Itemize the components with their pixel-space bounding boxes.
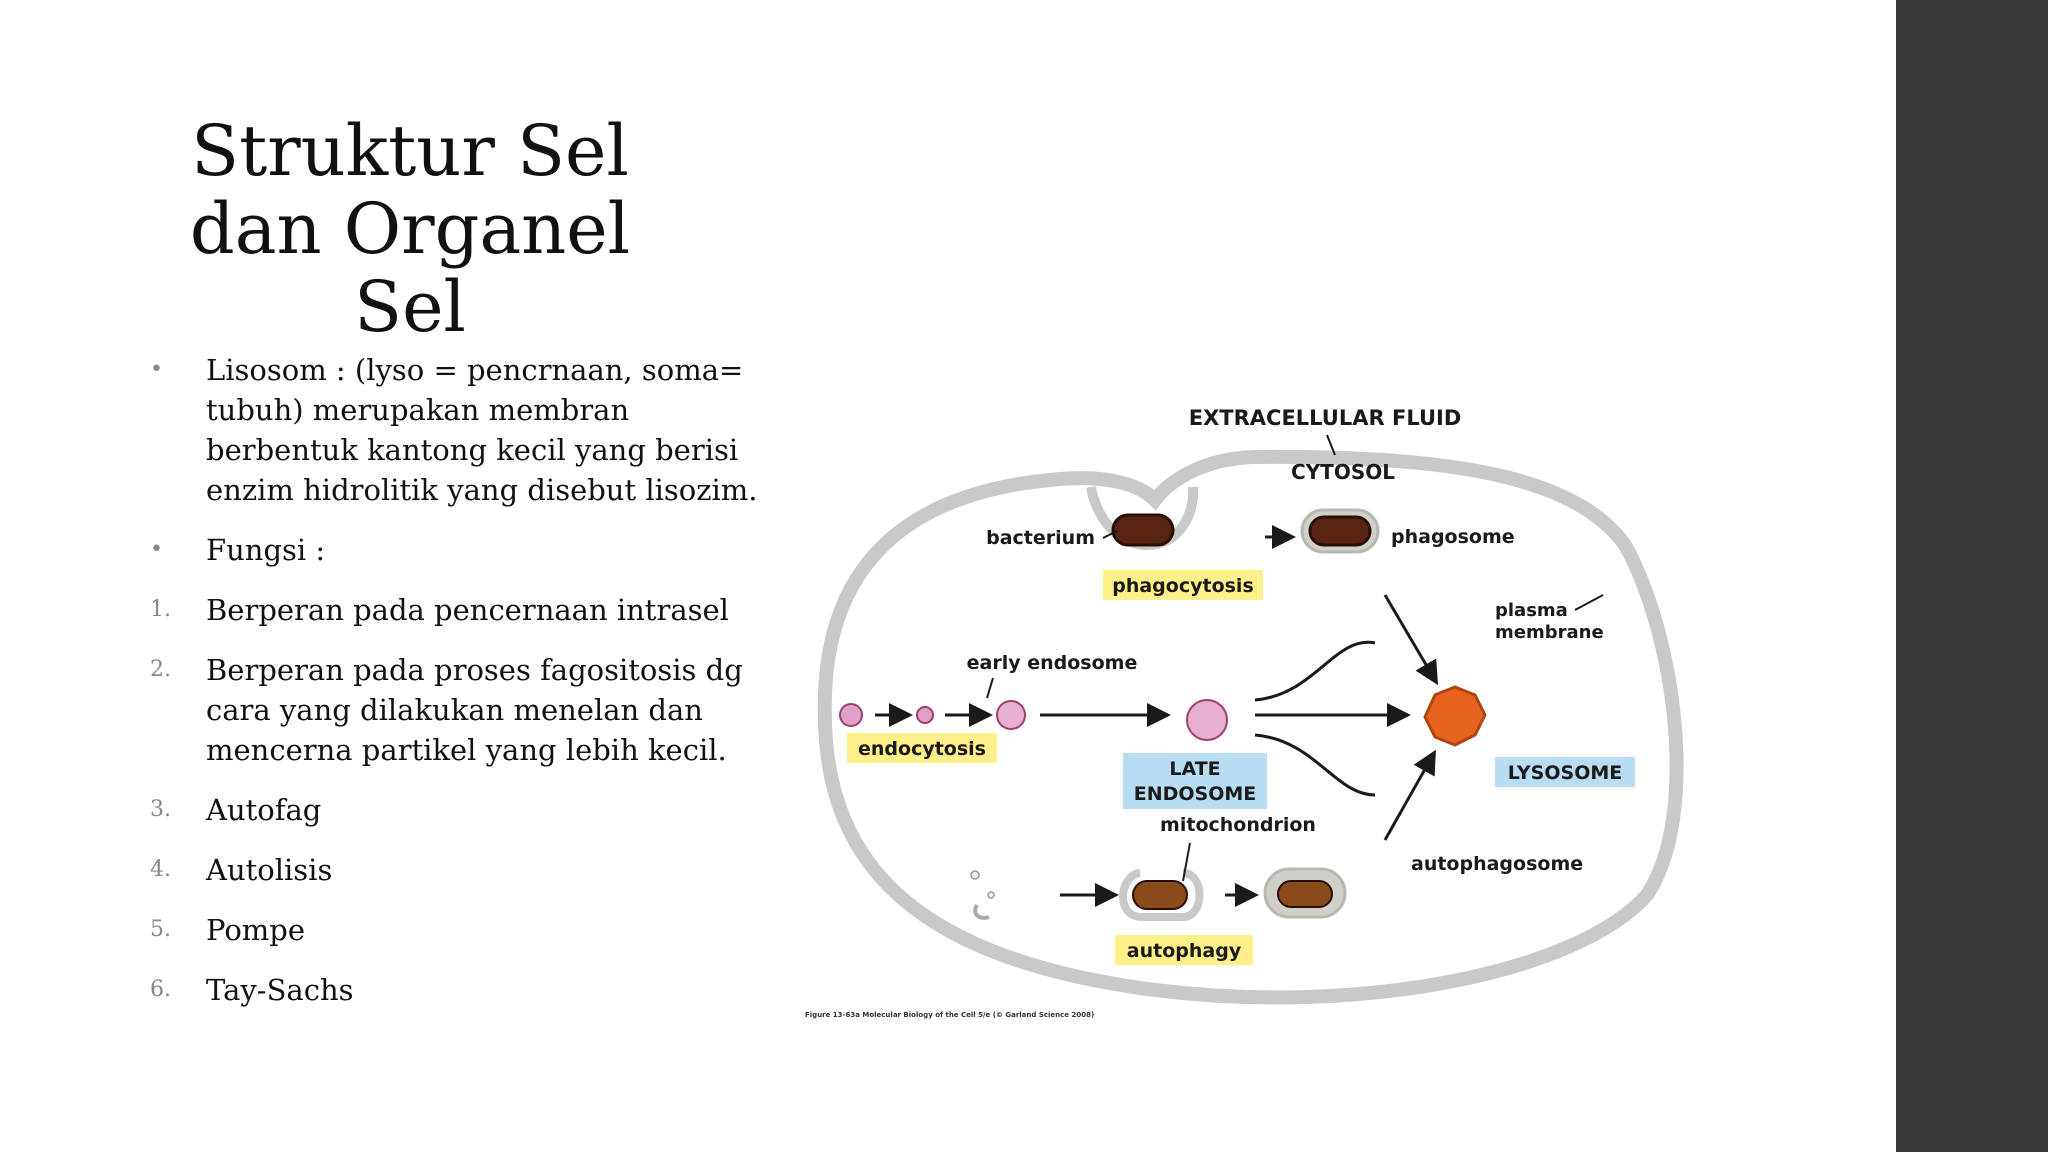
right-sidebar (1896, 0, 2048, 1152)
pointer-extracellular (1326, 434, 1336, 456)
early-endosome (996, 700, 1026, 730)
number-marker: 6. (150, 977, 171, 1002)
label-plasma: plasma (1495, 600, 1568, 621)
arrow-autophagosome-to-lysosome (1383, 749, 1436, 841)
lysosome (1423, 685, 1487, 747)
label-cytosol: CYTOSOL (1291, 460, 1395, 484)
late-endosome-highlight (1123, 753, 1267, 809)
plasma-membrane (817, 449, 1684, 1005)
list-item: 5. Pompe (150, 910, 780, 950)
label-phagosome: phagosome (1391, 526, 1515, 548)
list-item: • Lisosom : (lyso = pencrnaan, soma= tubu… (150, 350, 780, 510)
label-phagocytosis: phagocytosis (1112, 575, 1254, 597)
endocytic-vesicle (839, 703, 863, 727)
bullet-marker: • (150, 357, 163, 382)
body-list: • Lisosom : (lyso = pencrnaan, soma= tubu… (150, 350, 780, 1030)
slide-title: Struktur Sel dan Organel Sel (150, 112, 670, 346)
item-text: Autofag (206, 793, 322, 827)
bacterium (1111, 513, 1175, 547)
pointer-bacterium (1102, 530, 1118, 539)
phagosome-content (1308, 515, 1372, 547)
label-autophagy: autophagy (1127, 940, 1242, 962)
number-marker: 2. (150, 657, 171, 682)
number-marker: 5. (150, 917, 171, 942)
list-item: 3. Autofag (150, 790, 780, 830)
list-item: • Fungsi : (150, 530, 780, 570)
slide: Struktur Sel dan Organel Sel • Lisosom : … (150, 112, 1684, 1030)
item-text: Autolisis (206, 853, 333, 887)
item-text: Lisosom : (lyso = pencrnaan, soma= tubuh… (206, 353, 758, 507)
label-endosome: ENDOSOME (1134, 783, 1257, 805)
label-autophagosome: autophagosome (1411, 853, 1583, 875)
label-endocytosis: endocytosis (858, 738, 986, 760)
list-item: 1. Berperan pada pencernaan intrasel (150, 590, 780, 630)
autophagosome-content (1277, 880, 1333, 908)
phagocytosis-highlight (1103, 570, 1263, 600)
label-late: LATE (1169, 758, 1220, 780)
curve-upper (1254, 640, 1376, 702)
curve-lower (1254, 733, 1376, 797)
debris-fragment (973, 903, 990, 920)
pointer-plasma-membrane (1574, 594, 1604, 611)
endocytosis-highlight (847, 733, 997, 763)
pointer-early-endosome (986, 677, 994, 699)
number-marker: 3. (150, 797, 171, 822)
bullet-marker: • (150, 537, 163, 562)
item-text: Berperan pada pencernaan intrasel (206, 593, 729, 627)
title-line-3: Sel (354, 266, 466, 348)
isolation-membrane (1119, 869, 1204, 921)
autophagy-highlight (1115, 935, 1253, 965)
figure-caption: Figure 13-63a Molecular Biology of the C… (805, 1011, 1094, 1019)
lysosome-highlight (1495, 757, 1635, 787)
debris-particle (987, 891, 995, 899)
number-marker: 4. (150, 857, 171, 882)
arrow-phagosome-to-lysosome (1383, 594, 1439, 686)
label-bacterium: bacterium (986, 527, 1095, 549)
number-marker: 1. (150, 597, 171, 622)
label-early-endosome: early endosome (967, 652, 1138, 674)
label-lysosome: LYSOSOME (1508, 762, 1622, 784)
list-item: 6. Tay-Sachs (150, 970, 780, 1010)
item-text: Fungsi : (206, 533, 326, 567)
item-text: Berperan pada proses fagositosis dg cara… (206, 653, 743, 767)
lysosome-pathway-diagram: EXTRACELLULAR FLUID CYTOSOL bacterium ph… (805, 406, 1684, 1019)
label-extracellular-fluid: EXTRACELLULAR FLUID (1189, 406, 1462, 430)
item-text: Tay-Sachs (206, 973, 354, 1007)
mitochondrion (1132, 880, 1188, 910)
label-membrane: membrane (1495, 622, 1604, 643)
debris-particle (970, 870, 980, 880)
item-text: Pompe (206, 913, 306, 947)
pointer-mitochondrion (1182, 842, 1191, 882)
endocytic-vesicle (916, 706, 934, 724)
late-endosome (1186, 699, 1228, 741)
title-line-1: Struktur Sel (191, 110, 629, 192)
title-line-2: dan Organel (189, 188, 631, 270)
list-item: 2. Berperan pada proses fagositosis dg ca… (150, 650, 780, 770)
label-mitochondrion: mitochondrion (1160, 814, 1316, 836)
list-item: 4. Autolisis (150, 850, 780, 890)
